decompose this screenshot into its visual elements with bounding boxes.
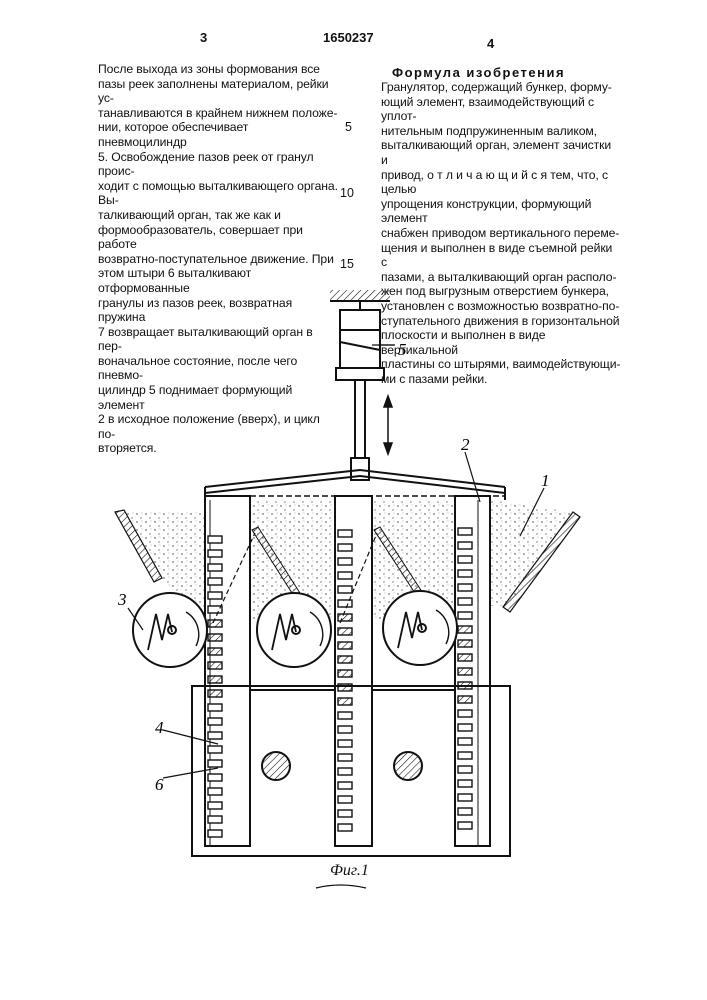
rack-slot <box>208 564 222 571</box>
rack-slot <box>208 732 222 739</box>
rack-slot <box>208 746 222 753</box>
rack-slot <box>458 766 472 773</box>
rack-slot <box>458 584 472 591</box>
rack-slot <box>458 822 472 829</box>
rack-slot <box>208 578 222 585</box>
rack-slot <box>338 712 352 719</box>
rack-slot <box>208 592 222 599</box>
rack-slot <box>338 628 352 635</box>
rack-slot <box>338 558 352 565</box>
rack-slot <box>458 556 472 563</box>
rack-slot <box>338 782 352 789</box>
figure-label-4: 4 <box>155 718 164 737</box>
rack-slot <box>338 544 352 551</box>
rack-slot <box>458 542 472 549</box>
rack-slot <box>458 528 472 535</box>
rack-slot <box>208 802 222 809</box>
rack-slot <box>208 676 222 683</box>
rack-slot <box>338 572 352 579</box>
rack-slot <box>208 620 222 627</box>
figure-label-1: 1 <box>541 471 550 490</box>
pneumatic-cylinder-5 <box>336 310 394 480</box>
rack-slot <box>458 794 472 801</box>
rack-slot <box>338 810 352 817</box>
rack-slot <box>338 726 352 733</box>
rack-slot <box>208 774 222 781</box>
rack-slot <box>338 824 352 831</box>
rack-slot <box>338 754 352 761</box>
rack-slot <box>458 598 472 605</box>
rack-slot <box>208 788 222 795</box>
motion-arrow <box>384 396 392 454</box>
rack-slot <box>208 816 222 823</box>
rack-slot <box>338 740 352 747</box>
rack-slot <box>458 612 472 619</box>
rack-slot <box>338 670 352 677</box>
figure-label-3: 3 <box>117 590 127 609</box>
rack-slot <box>458 626 472 633</box>
rack-slot <box>208 648 222 655</box>
rack-slot <box>458 710 472 717</box>
figure-label-5: 5 <box>398 340 407 359</box>
rack-slot <box>458 696 472 703</box>
rack-slot <box>458 752 472 759</box>
rack-slot <box>338 642 352 649</box>
rack-slot <box>208 704 222 711</box>
rack-slot <box>338 530 352 537</box>
rack-slot <box>208 760 222 767</box>
rack-slot <box>208 662 222 669</box>
rack-slot <box>458 808 472 815</box>
sealing-rollers <box>133 591 457 667</box>
rack-slot <box>338 698 352 705</box>
rack-slot <box>208 718 222 725</box>
rack-slot <box>338 586 352 593</box>
figure-caption: Фиг.1 <box>330 862 369 880</box>
rack-slot <box>338 614 352 621</box>
rack-slot <box>208 550 222 557</box>
rack-slot <box>458 668 472 675</box>
rack-slot <box>458 724 472 731</box>
rack-slot <box>338 600 352 607</box>
rack-slot <box>458 640 472 647</box>
rack-slot <box>458 780 472 787</box>
rack-slot <box>338 656 352 663</box>
rack-slot <box>458 570 472 577</box>
figure-label-2: 2 <box>461 435 470 454</box>
rack-slot <box>208 830 222 837</box>
rack-slot <box>208 536 222 543</box>
rack-slot <box>208 690 222 697</box>
rack-slot <box>458 654 472 661</box>
figure-label-6: 6 <box>155 775 164 794</box>
fixed-mount <box>330 290 390 310</box>
rack-slot <box>458 738 472 745</box>
rack-slot <box>338 768 352 775</box>
rack-slot <box>208 634 222 641</box>
rack-slot <box>338 796 352 803</box>
